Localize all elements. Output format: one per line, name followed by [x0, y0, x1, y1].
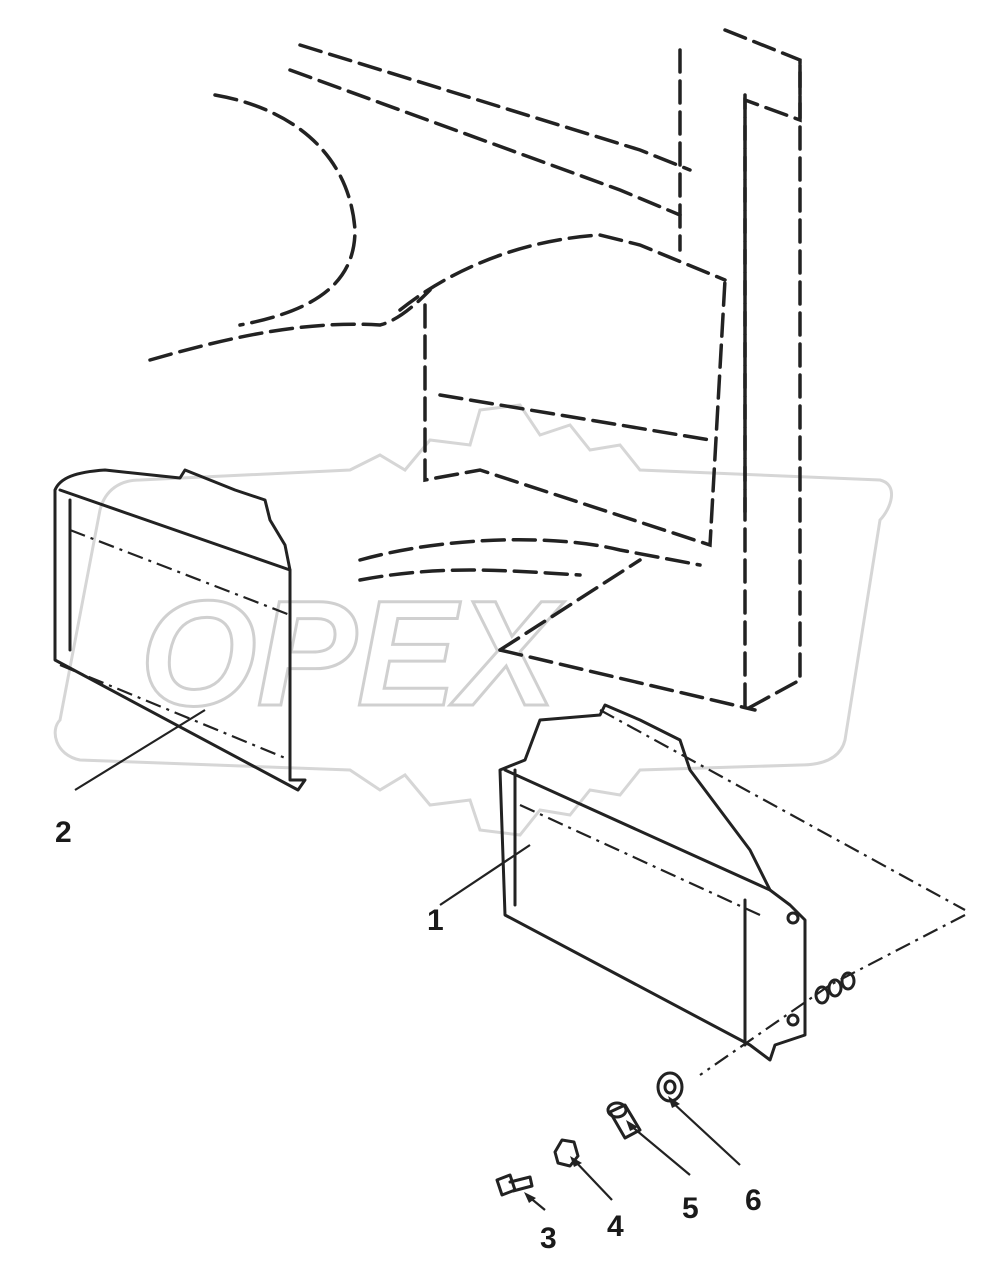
shield-right-centerline [519, 804, 761, 916]
watermark-text: OPEX [140, 569, 565, 737]
leader-5 [629, 1124, 691, 1176]
leader-1 [439, 844, 531, 906]
phantom-roof-line-1 [298, 43, 692, 172]
phantom-step-edge [358, 568, 582, 582]
washer-inner [663, 1079, 677, 1095]
phantom-roof-line-2 [288, 68, 682, 217]
spacer-body [608, 1103, 642, 1140]
phantom-frame-structure [148, 28, 802, 713]
shield-right-hole-top [786, 911, 800, 925]
washer-small-1 [814, 985, 830, 1005]
phantom-fender-line [148, 288, 432, 362]
phantom-bottom-rail [498, 648, 757, 712]
part-4-nut [553, 1138, 580, 1168]
phantom-roof-line-3 [213, 93, 357, 327]
assembly-centerline-upper [599, 709, 966, 911]
part-6-washer [656, 1071, 684, 1103]
spacer-end [606, 1101, 628, 1119]
bolt-shank [508, 1175, 534, 1193]
part-1-right-shield [498, 703, 807, 1062]
arrow-5 [626, 1120, 638, 1131]
part-2-left-shield [53, 468, 307, 792]
shield-left-centerline [69, 528, 291, 617]
nut-hex [553, 1138, 580, 1168]
washer-small-2 [827, 978, 843, 998]
callout-2: 2 [55, 816, 72, 849]
assembly-centerline-hardware [699, 984, 831, 1076]
phantom-post-inner [743, 93, 802, 713]
shield-left-top-fold [58, 488, 292, 572]
shield-right-top-fold [503, 768, 772, 892]
callout-1: 1 [427, 904, 444, 937]
assembly-centerline-lower [829, 914, 966, 986]
washer-outer [656, 1071, 684, 1103]
phantom-step-lower [358, 538, 702, 567]
arrow-6 [668, 1096, 680, 1108]
shield-right-hole-bottom [786, 1013, 800, 1027]
leader-lines [74, 709, 741, 1211]
leader-2 [74, 709, 206, 791]
shield-right-outline [498, 703, 807, 1062]
phantom-cab-curve [398, 233, 727, 312]
watermark: OPEX [53, 403, 893, 837]
shield-left-lower-line [59, 663, 291, 762]
arrow-4 [570, 1156, 582, 1167]
phantom-post-box [723, 28, 802, 522]
callout-3: 3 [540, 1222, 557, 1255]
shield-left-outline [53, 468, 307, 792]
phantom-bracket-lower [438, 393, 712, 442]
callout-labels: 1 2 3 4 5 6 [55, 816, 762, 1255]
callout-5: 5 [682, 1192, 699, 1225]
washer-small-3 [840, 971, 856, 991]
leader-4 [573, 1159, 613, 1201]
hardware-stack [814, 971, 856, 1005]
arrow-3 [524, 1192, 536, 1203]
callout-6: 6 [745, 1184, 762, 1217]
phantom-diag-rail [498, 558, 642, 652]
leader-6 [671, 1101, 741, 1166]
callout-4: 4 [607, 1210, 624, 1243]
watermark-gear-outline [53, 403, 893, 837]
part-5-spacer [606, 1101, 642, 1140]
part-3-bolt [495, 1173, 534, 1197]
phantom-bracket-face [423, 278, 727, 548]
